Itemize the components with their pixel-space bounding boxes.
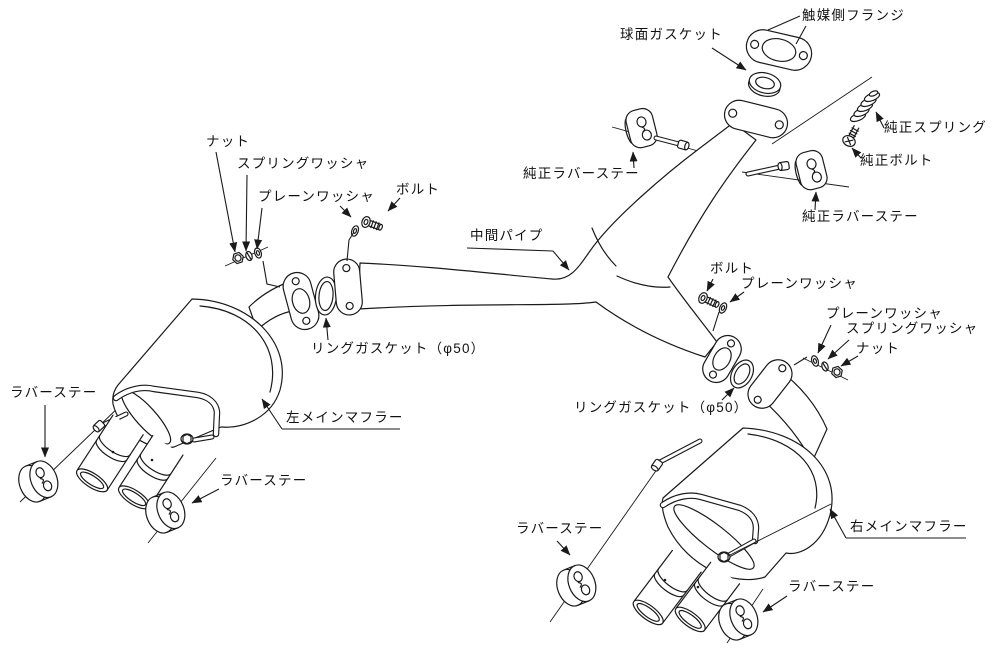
bolt-right-drawing	[698, 292, 720, 308]
mid-pipe-drawing	[357, 122, 757, 358]
label-spring-washer-right: スプリングワッシャ	[846, 321, 979, 336]
bracket-bolt	[180, 433, 194, 445]
label-ring-gasket-left: リングガスケット（φ50）	[311, 341, 486, 356]
bracket-bolt	[717, 551, 731, 563]
spring-washer-right-drawing	[821, 361, 829, 372]
right-flange-pair	[702, 334, 793, 409]
leader-arrows	[41, 47, 885, 613]
left-tip-1	[75, 414, 144, 493]
label-rubber-stay-far-left: ラバーステー	[10, 385, 98, 400]
left-tip-2	[117, 434, 184, 510]
label-oem-rubber-stay-left: 純正ラバーステー	[523, 166, 640, 181]
right-tip-1	[632, 549, 702, 626]
spring-washer-left-drawing	[245, 250, 253, 262]
label-plain-washer-right-2: プレーンワッシャ	[826, 306, 943, 321]
pin	[650, 458, 663, 472]
oem-rubber-stay-left-drawing	[624, 107, 658, 149]
label-spring-washer-left: スプリングワッシャ	[237, 156, 370, 171]
catalyst-flange-drawing	[745, 29, 813, 71]
label-nut-right: ナット	[856, 341, 901, 356]
label-catalyst-flange: 触媒側フランジ	[802, 8, 905, 23]
label-spherical-gasket: 球面ガスケット	[620, 27, 723, 42]
oem-spring-drawing	[849, 90, 881, 123]
rubber-stay-bottom-right-drawing	[718, 598, 759, 641]
plain-washer-left-drawing	[253, 247, 263, 259]
right-main-muffler-drawing	[632, 427, 833, 633]
pin	[777, 161, 790, 171]
pin	[676, 139, 690, 151]
spherical-gasket-drawing	[747, 71, 782, 97]
connector-lines	[262, 15, 808, 366]
left-main-muffler-drawing	[75, 298, 283, 510]
ring-gasket-right-drawing	[729, 359, 755, 389]
label-left-main-muffler: 左メインマフラー	[286, 410, 404, 425]
catalyst-flange-assembly	[723, 29, 813, 139]
label-rubber-stay-bottom-mid: ラバーステー	[516, 521, 604, 536]
label-rubber-stay-bottom-right: ラバーステー	[788, 579, 876, 594]
nut-left-drawing	[232, 251, 244, 265]
label-plain-washer-right-1: プレーンワッシャ	[741, 276, 858, 291]
oem-rubber-stay-right-drawing	[794, 149, 828, 191]
label-oem-bolt: 純正ボルト	[860, 153, 934, 168]
left-flange-pair	[282, 258, 363, 331]
label-oem-rubber-stay-right: 純正ラバーステー	[802, 209, 919, 224]
oem-bolt-drawing	[842, 125, 860, 147]
label-bolt-right: ボルト	[710, 261, 755, 276]
plain-washer-right1-drawing	[718, 302, 728, 314]
nut-right-drawing	[831, 365, 843, 379]
label-nut-left: ナット	[206, 134, 251, 149]
plain-washer-right2-drawing	[810, 355, 820, 367]
rubber-stay-left-2-drawing	[145, 491, 186, 534]
label-right-main-muffler: 右メインマフラー	[850, 519, 968, 534]
label-underlines	[282, 247, 966, 539]
label-rubber-stay-left-2: ラバーステー	[220, 473, 308, 488]
pin	[92, 419, 106, 433]
label-ring-gasket-right: リングガスケット（φ50）	[574, 400, 749, 415]
rubber-stay-far-left-drawing	[18, 460, 59, 503]
label-oem-spring: 純正スプリング	[884, 120, 987, 135]
label-plain-washer-left: プレーンワッシャ	[258, 189, 375, 204]
label-bolt-left: ボルト	[396, 182, 441, 197]
label-mid-pipe: 中間パイプ	[470, 228, 544, 243]
rubber-stay-bottom-mid-drawing	[556, 564, 597, 607]
bolt-left-drawing	[361, 216, 383, 231]
